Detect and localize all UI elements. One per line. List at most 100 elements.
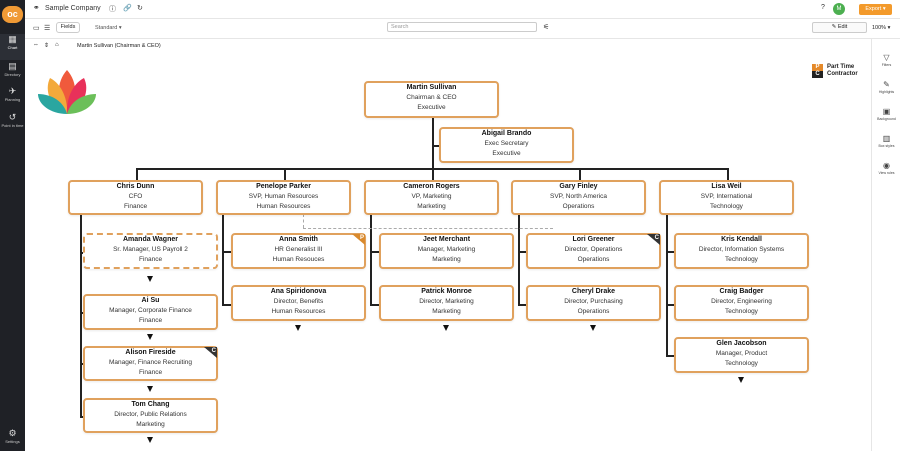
top-bar: ⚭ Sample Company ⓘ 🔗 ↻ ? M Export ▾ [25,0,900,19]
connector-line [579,168,581,180]
eye-icon: ◉ [883,161,890,170]
right-panel: ▽Filters ✎Highlights ▣Background ▥Box st… [871,39,900,451]
background-tool[interactable]: ▣Background [872,107,900,121]
filter-icon: ▽ [883,53,890,62]
connector-line [370,304,380,306]
chart-icon: ▦ [8,34,17,44]
list-icon[interactable]: ☰ [44,25,51,32]
connector-line [80,416,84,418]
edit-button[interactable]: ✎ Edit [812,22,867,33]
part-time-badge: P [352,234,365,245]
filter-sliders-icon[interactable]: ⚟ [543,24,550,31]
box-style-icon: ▥ [882,134,891,143]
fields-button[interactable]: Fields [56,22,80,33]
connector-line [80,252,84,254]
left-sidebar: oc ▦Chart ▤Directory ✈Planning ↺Point in… [0,0,25,451]
breadcrumb-bar: ⇔ ⇕ ⌂ Martin Sullivan (Chairman & CEO) [25,39,875,54]
box-styles-tool[interactable]: ▥Box styles [872,134,900,148]
nav-point-in-time[interactable]: ↺Point in time [1,112,24,128]
connector-line [518,304,528,306]
highlights-tool[interactable]: ✎Highlights [872,80,900,94]
expand-caret-icon[interactable] [147,386,153,392]
connector-line [518,251,528,253]
connector-line [222,251,232,253]
view-rules-tool[interactable]: ◉View rules [872,161,900,175]
info-icon[interactable]: ⓘ [109,6,116,13]
expand-caret-icon[interactable] [590,325,596,331]
link-icon[interactable]: 🔗 [123,5,132,12]
nav-chart[interactable]: ▦Chart [0,34,25,60]
connector-line [666,355,676,357]
lotus-logo [38,70,96,114]
help-icon[interactable]: ? [821,4,825,11]
connector-line [136,168,727,170]
search-input[interactable]: Search [387,22,537,32]
layout-icon[interactable]: ▭ [33,25,40,32]
contractor-badge: C [647,234,660,245]
breadcrumb[interactable]: Martin Sullivan (Chairman & CEO) [77,43,161,49]
connector-line [666,215,668,355]
view-select[interactable]: Standard ▾ [95,25,122,31]
directory-icon: ▤ [8,61,17,71]
dotted-line [303,214,304,228]
legend-part-time-key: P [812,64,823,71]
connector-line [80,312,84,314]
home-icon[interactable]: ⌂ [55,42,59,48]
company-name[interactable]: Sample Company [45,5,101,12]
refresh-icon[interactable]: ↻ [137,5,143,12]
expand-caret-icon[interactable] [295,325,301,331]
connector-line [284,168,286,180]
history-icon: ↺ [8,112,17,122]
toolbar: ▭ ☰ Fields Standard ▾ Search ⚟ ✎ Edit 10… [25,19,900,39]
avatar[interactable]: M [833,3,845,15]
export-button[interactable]: Export ▾ [859,4,892,15]
filters-tool[interactable]: ▽Filters [872,53,900,67]
zoom-select[interactable]: 100% ▾ [872,25,891,31]
dotted-line [303,228,553,229]
planning-icon: ✈ [8,86,17,96]
nav-planning[interactable]: ✈Planning [0,86,25,112]
nav-directory[interactable]: ▤Directory [0,61,25,87]
connector-line [727,168,729,180]
connector-line [222,215,224,305]
connector-line [370,215,372,305]
connector-line [136,168,138,180]
app-logo: oc [2,6,23,23]
background-icon: ▣ [882,107,891,116]
connector-line [432,118,434,180]
connector-line [80,363,84,365]
expand-icon[interactable]: ⇔ [33,42,39,48]
expand-caret-icon[interactable] [443,325,449,331]
expand-caret-icon[interactable] [147,437,153,443]
expand-caret-icon[interactable] [147,276,153,282]
collapse-icon[interactable]: ⇕ [44,43,50,49]
legend-contractor-key: C [812,71,823,78]
connector-line [80,215,82,417]
expand-caret-icon[interactable] [147,334,153,340]
highlight-icon: ✎ [883,80,890,89]
hierarchy-icon: ⚭ [33,3,40,12]
nav-settings[interactable]: ⚙Settings [0,428,25,451]
expand-caret-icon[interactable] [738,377,744,383]
connector-line [222,304,232,306]
